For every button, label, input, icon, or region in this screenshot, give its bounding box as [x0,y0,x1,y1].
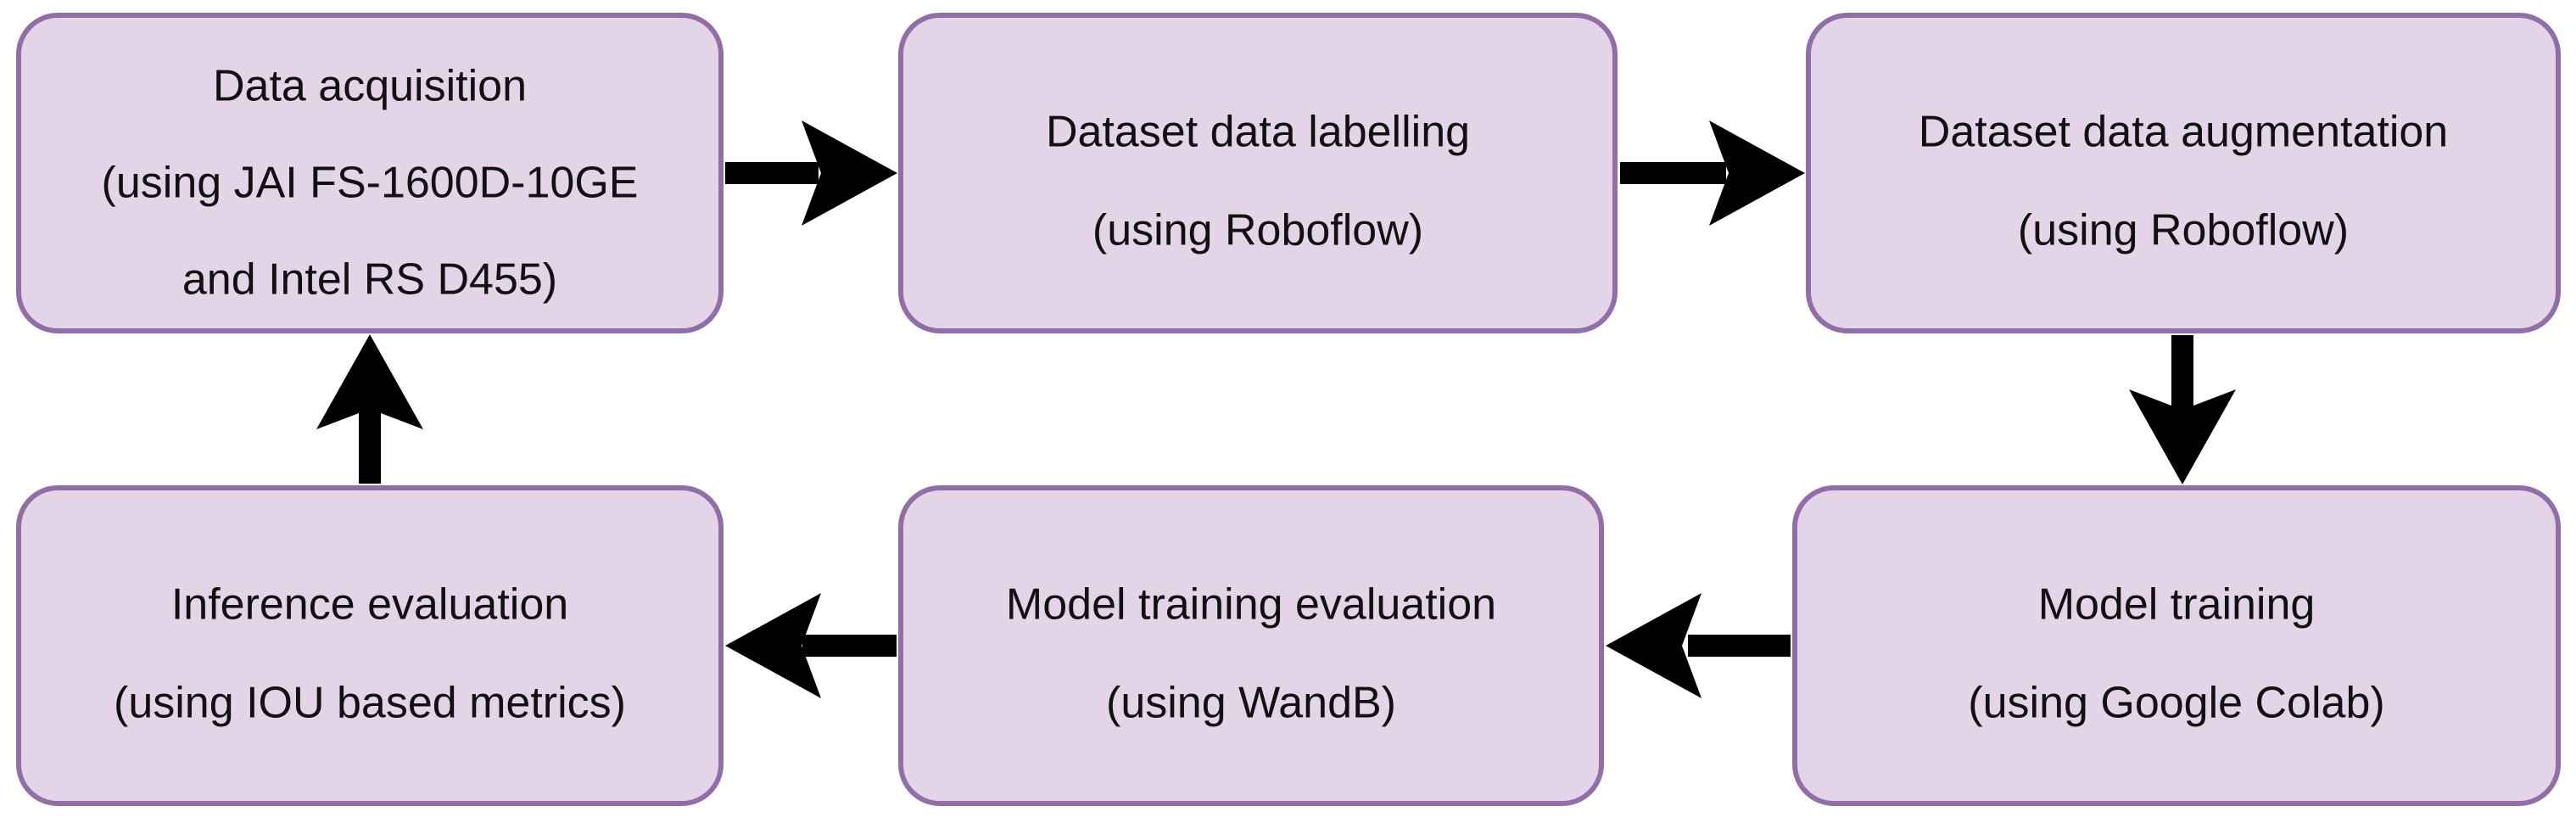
box-dataset-labelling-line1: Dataset data labelling [1046,108,1470,157]
box-model-training-line2: (using Google Colab) [1968,679,2384,728]
arrow-training-evaluation-to-inference [725,593,897,698]
box-model-training-evaluation-line2: (using WandB) [1106,679,1396,728]
box-model-training-line1: Model training [2038,580,2316,630]
arrow-labelling-to-augmentation [1620,120,1805,226]
box-data-acquisition: Data acquisition (using JAI FS-1600D-10G… [16,13,724,333]
box-dataset-augmentation-line1: Dataset data augmentation [1919,108,2448,157]
box-inference-evaluation-line2: (using IOU based metrics) [114,679,626,728]
box-dataset-labelling: Dataset data labelling (using Roboflow) [898,13,1618,333]
box-data-acquisition-line1: Data acquisition [213,62,527,111]
arrow-acquisition-to-labelling [725,120,897,226]
box-model-training-evaluation-line1: Model training evaluation [1006,580,1496,630]
box-model-training-evaluation: Model training evaluation (using WandB) [898,485,1604,806]
box-dataset-augmentation: Dataset data augmentation (using Roboflo… [1806,13,2561,333]
box-data-acquisition-line3: and Intel RS D455) [182,255,557,305]
arrow-training-to-training-evaluation [1606,593,1791,698]
box-dataset-labelling-line2: (using Roboflow) [1092,206,1423,255]
box-inference-evaluation: Inference evaluation (using IOU based me… [16,485,724,806]
box-inference-evaluation-line1: Inference evaluation [171,580,568,630]
box-data-acquisition-line2: (using JAI FS-1600D-10GE [102,159,639,208]
arrow-inference-to-acquisition [316,334,423,484]
arrow-augmentation-to-training [2129,335,2236,484]
box-model-training: Model training (using Google Colab) [1792,485,2561,806]
box-dataset-augmentation-line2: (using Roboflow) [2018,206,2349,255]
